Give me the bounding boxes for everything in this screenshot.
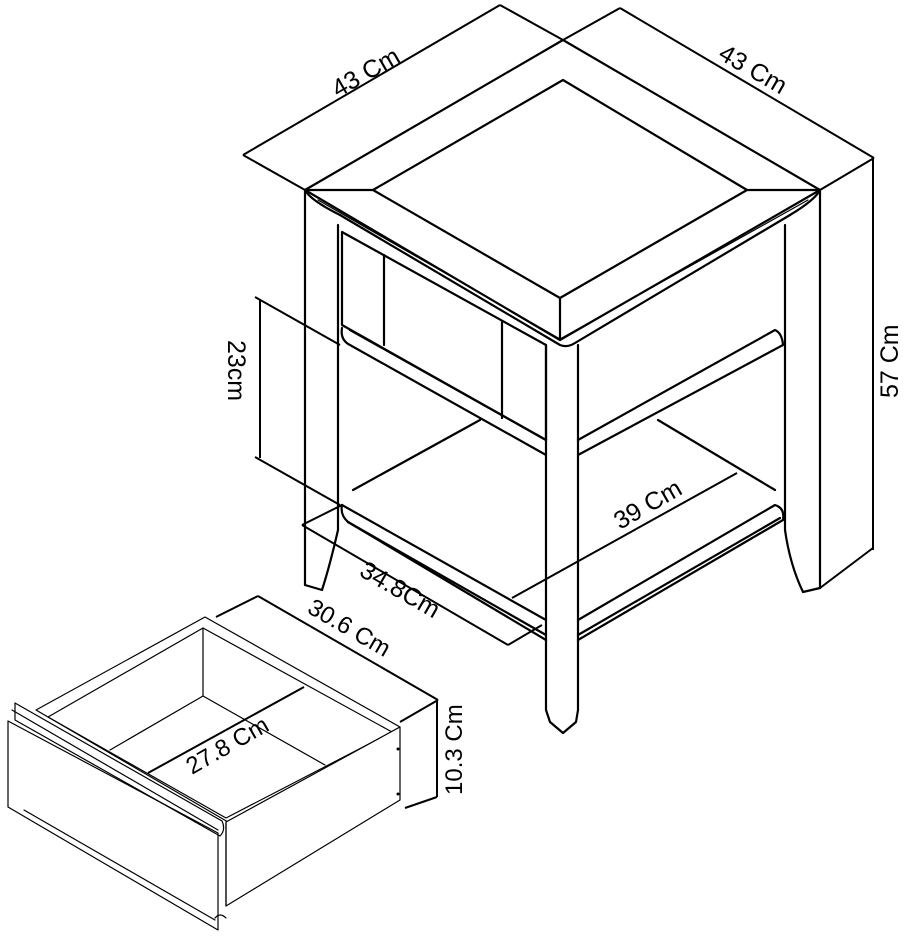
dim-shelf-depth: 34.8Cm <box>355 556 445 624</box>
drawer-drawing <box>7 616 401 931</box>
dim-drawer-height: 10.3 Cm <box>441 704 468 795</box>
lower-shelf <box>340 418 785 642</box>
dim-shelf-width: 39 Cm <box>609 474 687 535</box>
upper-rails <box>340 326 785 457</box>
dim-drawer-opening-height: 23cm <box>222 340 250 401</box>
dim-table-height: 57 Cm <box>876 324 904 398</box>
drawer-dimension-lines <box>147 595 439 809</box>
bedside-table-drawing <box>303 38 822 735</box>
leg-left <box>303 188 340 592</box>
dim-drawer-depth: 30.6 Cm <box>303 594 395 663</box>
leg-front <box>544 343 580 735</box>
dim-table-width: 43 Cm <box>327 42 405 103</box>
table-dimension-lines <box>242 4 875 646</box>
leg-right <box>783 188 822 594</box>
dim-table-depth: 43 Cm <box>714 39 792 100</box>
table-top <box>303 38 822 348</box>
